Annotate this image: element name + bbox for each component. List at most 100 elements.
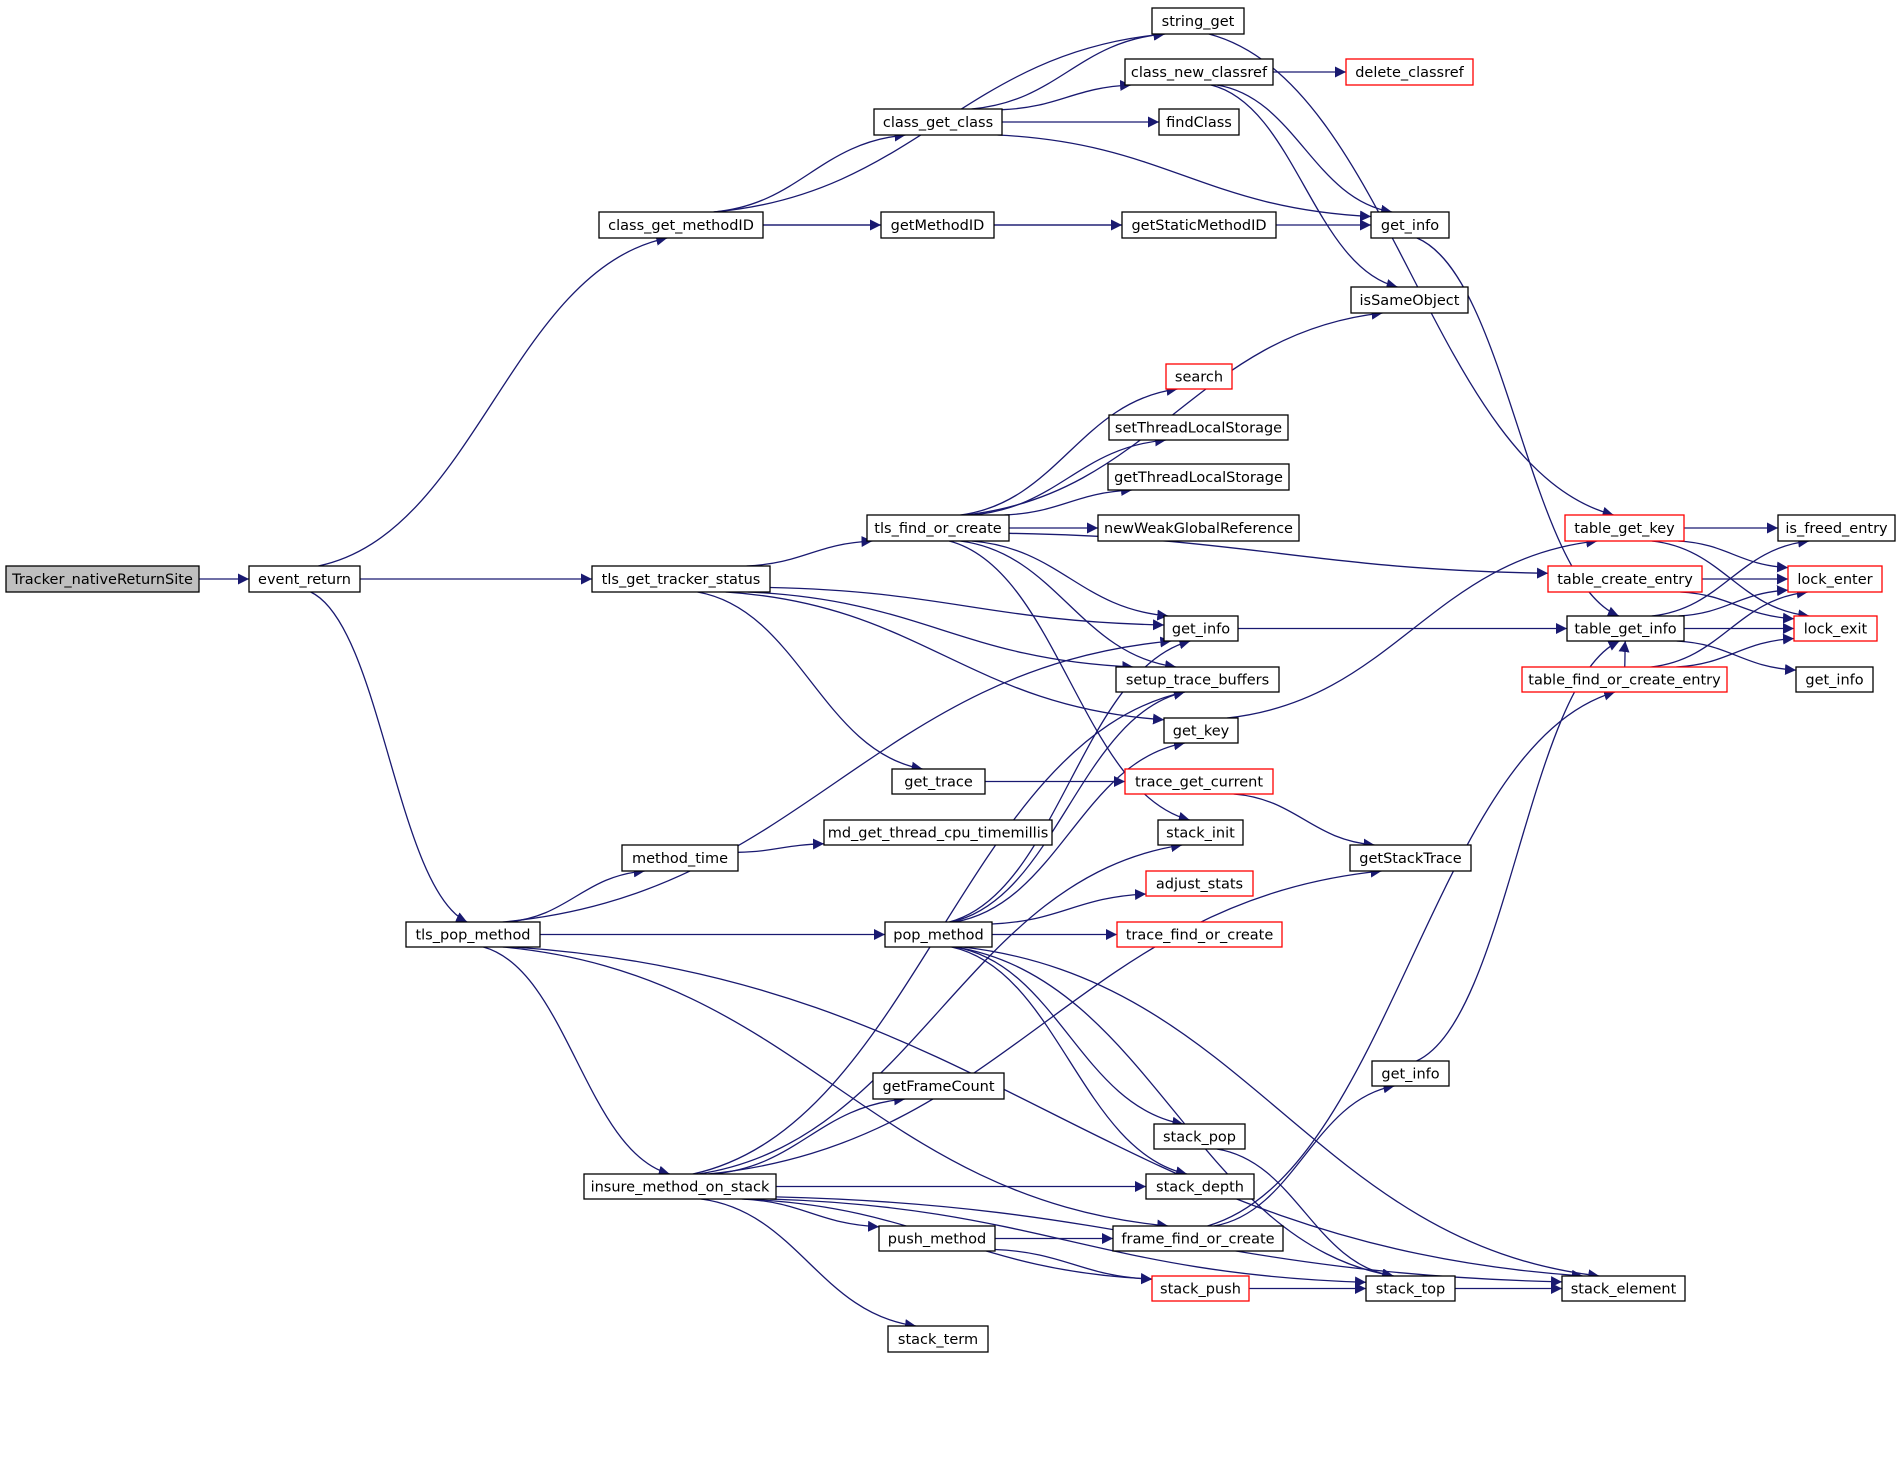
node-box[interactable] [598,211,764,239]
node-push-method[interactable]: push_method [878,1225,996,1252]
node-box[interactable] [1124,58,1274,86]
node-box[interactable] [1153,1123,1246,1150]
node-box[interactable] [621,844,739,872]
node-md-get-thread-cpu-timemillis[interactable]: md_get_thread_cpu_timemillis [823,819,1053,846]
node-lock-exit[interactable]: lock_exit [1793,615,1878,642]
node-box[interactable] [1163,615,1239,642]
node-trace-get-current[interactable]: trace_get_current [1124,768,1274,795]
node-box[interactable] [1151,7,1245,35]
node-tls-get-tracker-status[interactable]: tls_get_tracker_status [591,565,771,593]
node-table-get-key[interactable]: table_get_key [1564,514,1685,542]
node-issameobject[interactable]: isSameObject [1350,286,1469,314]
node-box[interactable] [1124,768,1274,795]
node-box[interactable] [891,768,986,795]
node-getstacktrace[interactable]: getStackTrace [1349,844,1472,872]
node-getstaticmethodid[interactable]: getStaticMethodID [1121,211,1277,239]
node-tracker-nativereturnsite[interactable]: Tracker_nativeReturnSite [5,565,200,593]
node-box[interactable] [583,1173,777,1200]
node-box[interactable] [1107,463,1290,491]
node-adjust-stats[interactable]: adjust_stats [1145,870,1254,897]
node-table-get-info[interactable]: table_get_info [1566,615,1685,642]
node-table-create-entry[interactable]: table_create_entry [1547,565,1703,593]
node-box[interactable] [1787,565,1883,593]
node-get-info[interactable]: get_info [1371,1060,1450,1087]
node-get-info[interactable]: get_info [1795,666,1874,693]
node-event-return[interactable]: event_return [248,565,361,593]
node-tls-pop-method[interactable]: tls_pop_method [405,921,541,948]
node-box[interactable] [1793,615,1878,642]
node-box[interactable] [1777,514,1896,542]
node-getmethodid[interactable]: getMethodID [880,211,995,239]
node-getthreadlocalstorage[interactable]: getThreadLocalStorage [1107,463,1290,491]
node-box[interactable] [1115,666,1280,693]
node-box[interactable] [1365,1275,1456,1302]
node-box[interactable] [1116,921,1283,948]
node-method-time[interactable]: method_time [621,844,739,872]
node-box[interactable] [1795,666,1874,693]
node-stack-push[interactable]: stack_push [1151,1275,1250,1302]
node-stack-pop[interactable]: stack_pop [1153,1123,1246,1150]
node-stack-top[interactable]: stack_top [1365,1275,1456,1302]
node-newweakglobalreference[interactable]: newWeakGlobalReference [1097,514,1300,542]
node-lock-enter[interactable]: lock_enter [1787,565,1883,593]
node-box[interactable] [1561,1275,1686,1302]
node-box[interactable] [248,565,361,593]
node-getframecount[interactable]: getFrameCount [872,1072,1005,1100]
node-box[interactable] [1566,615,1685,642]
node-box[interactable] [1349,844,1472,872]
node-box[interactable] [1521,666,1728,693]
node-search[interactable]: search [1165,363,1233,390]
node-box[interactable] [1547,565,1703,593]
node-get-key[interactable]: get_key [1163,717,1239,744]
node-is-freed-entry[interactable]: is_freed_entry [1777,514,1896,542]
node-box[interactable] [823,819,1053,846]
node-box[interactable] [1145,870,1254,897]
node-box[interactable] [880,211,995,239]
node-class-get-methodid[interactable]: class_get_methodID [598,211,764,239]
node-box[interactable] [1158,108,1240,136]
node-get-trace[interactable]: get_trace [891,768,986,795]
node-stack-element[interactable]: stack_element [1561,1275,1686,1302]
node-box[interactable] [887,1325,989,1353]
node-box[interactable] [866,514,1010,542]
node-string-get[interactable]: string_get [1151,7,1245,35]
node-box[interactable] [1108,414,1289,441]
node-box[interactable] [1112,1225,1284,1252]
node-box[interactable] [591,565,771,593]
node-insure-method-on-stack[interactable]: insure_method_on_stack [583,1173,777,1200]
node-box[interactable] [1145,1173,1255,1200]
node-setthreadlocalstorage[interactable]: setThreadLocalStorage [1108,414,1289,441]
node-box[interactable] [873,108,1003,136]
node-get-info[interactable]: get_info [1163,615,1239,642]
node-box[interactable] [1097,514,1300,542]
node-box[interactable] [1371,1060,1450,1087]
node-trace-find-or-create[interactable]: trace_find_or_create [1116,921,1283,948]
node-tls-find-or-create[interactable]: tls_find_or_create [866,514,1010,542]
node-findclass[interactable]: findClass [1158,108,1240,136]
node-box[interactable] [1151,1275,1250,1302]
node-get-info[interactable]: get_info [1370,211,1450,239]
node-table-find-or-create-entry[interactable]: table_find_or_create_entry [1521,666,1728,693]
node-box[interactable] [1163,717,1239,744]
node-class-get-class[interactable]: class_get_class [873,108,1003,136]
node-delete-classref[interactable]: delete_classref [1345,58,1474,86]
node-box[interactable] [1165,363,1233,390]
node-box[interactable] [878,1225,996,1252]
node-box[interactable] [1121,211,1277,239]
node-stack-depth[interactable]: stack_depth [1145,1173,1255,1200]
node-setup-trace-buffers[interactable]: setup_trace_buffers [1115,666,1280,693]
node-box[interactable] [884,921,993,948]
node-pop-method[interactable]: pop_method [884,921,993,948]
node-box[interactable] [1157,819,1244,846]
node-box[interactable] [1564,514,1685,542]
node-box[interactable] [5,565,200,593]
node-stack-init[interactable]: stack_init [1157,819,1244,846]
node-class-new-classref[interactable]: class_new_classref [1124,58,1274,86]
node-box[interactable] [1345,58,1474,86]
node-box[interactable] [1350,286,1469,314]
node-stack-term[interactable]: stack_term [887,1325,989,1353]
node-box[interactable] [1370,211,1450,239]
node-box[interactable] [405,921,541,948]
node-frame-find-or-create[interactable]: frame_find_or_create [1112,1225,1284,1252]
node-box[interactable] [872,1072,1005,1100]
